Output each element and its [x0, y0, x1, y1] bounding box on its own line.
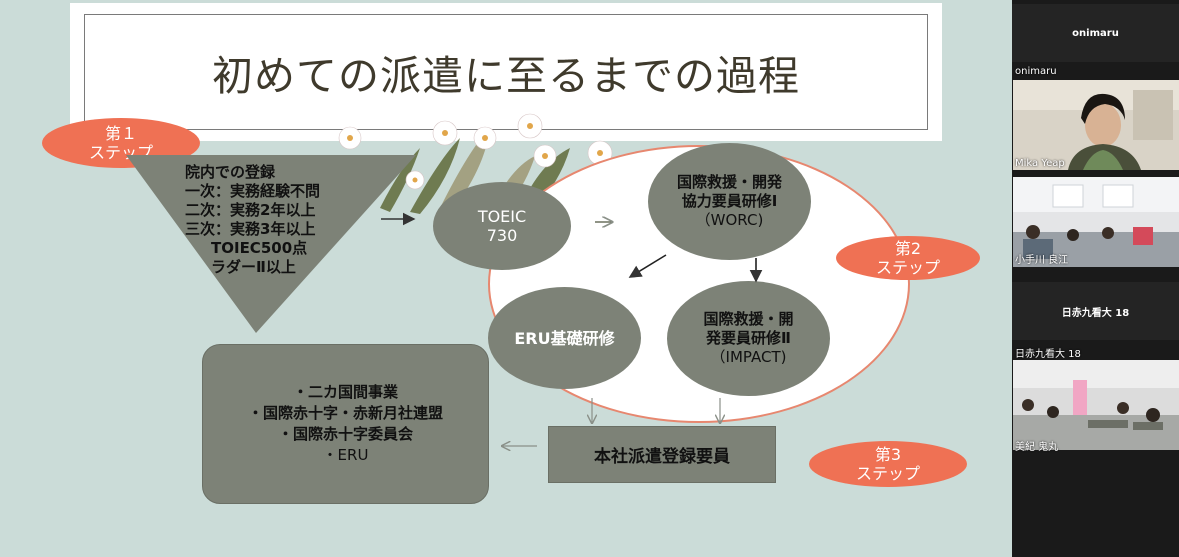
impact-node: 国際救援・開 発要員研修Ⅱ （IMPACT) [667, 281, 830, 396]
participant-video-miki[interactable] [1013, 360, 1179, 450]
registration-line-5: TOIEC500点 [211, 239, 308, 257]
participant-video-mika[interactable] [1013, 80, 1179, 170]
registration-line-4: 三次：実務3年以上 [185, 220, 316, 238]
title-frame: 初めての派遣に至るまでの過程 [84, 14, 928, 130]
step3-number: 第3 [874, 445, 902, 464]
registration-triangle [126, 155, 416, 333]
impact-line-3: （IMPACT) [710, 348, 787, 366]
presentation-slide: 初めての派遣に至るまでの過程 [0, 0, 1012, 557]
participant-name-label: 小手川 良江 [1015, 255, 1069, 266]
worc-line-2: 協力要員研修Ⅰ [681, 192, 778, 210]
step2-badge: 第2 ステップ [836, 236, 980, 280]
toeic-score: 730 [486, 226, 518, 245]
registration-criteria: 院内での登録 一次：実務経験不問 二次：実務2年以上 三次：実務3年以上 TOI… [185, 163, 320, 277]
video-frame-kotegawa [1013, 177, 1179, 267]
eru-training-label: ERU基礎研修 [514, 328, 615, 348]
projects-box: ・二カ国間事業 ・国際赤十字・赤新月社連盟 ・国際赤十字委員会 ・ERU [202, 344, 489, 504]
hq-registration-box: 本社派遣登録要員 [548, 426, 776, 483]
project-item-1: ・二カ国間事業 [292, 383, 398, 401]
slide-title: 初めての派遣に至るまでの過程 [212, 52, 800, 100]
hq-registration-label: 本社派遣登録要員 [594, 447, 730, 467]
toeic-label: TOEIC [477, 207, 527, 226]
video-frame-mika [1013, 80, 1179, 170]
project-item-3: ・国際赤十字委員会 [277, 425, 413, 443]
step2-number: 第2 [894, 239, 922, 258]
eru-training-node: ERU基礎研修 [488, 287, 641, 389]
registration-line-3: 二次：実務2年以上 [185, 201, 316, 219]
participant-tile-header: 日赤九看大 18 [1061, 307, 1130, 319]
step3-label: ステップ [855, 464, 920, 483]
impact-line-1: 国際救援・開 [703, 310, 794, 328]
title-box: 初めての派遣に至るまでの過程 [70, 3, 942, 141]
participant-name-label: 美紀 鬼丸 [1015, 442, 1059, 453]
worc-line-1: 国際救援・開発 [676, 173, 782, 191]
participants-sidebar: onimaru onimaru Mika Yeap [1012, 0, 1179, 557]
registration-line-6: ラダーⅡ以上 [211, 258, 296, 276]
participant-name-label: onimaru [1015, 66, 1057, 77]
project-item-4: ・ERU [322, 446, 369, 464]
registration-line-1: 院内での登録 [185, 163, 276, 181]
step3-badge: 第3 ステップ [809, 441, 967, 487]
step2-label: ステップ [875, 258, 940, 277]
worc-line-3: （WORC) [695, 211, 764, 229]
video-frame-miki [1013, 360, 1179, 450]
toeic-node: TOEIC 730 [433, 182, 571, 270]
participant-name-label: 日赤九看大 18 [1015, 349, 1081, 360]
participant-tile-onimaru[interactable]: onimaru [1012, 4, 1179, 62]
participant-tile-header: onimaru [1072, 27, 1119, 39]
worc-node: 国際救援・開発 協力要員研修Ⅰ （WORC) [648, 143, 811, 260]
impact-line-2: 発要員研修Ⅱ [706, 329, 791, 347]
participant-video-kotegawa[interactable] [1013, 177, 1179, 267]
registration-line-2: 一次：実務経験不問 [185, 182, 321, 200]
step1-number: 第１ [104, 124, 137, 143]
participant-tile-nisseki[interactable]: 日赤九看大 18 [1012, 282, 1179, 340]
participant-name-label: Mika Yeap [1015, 158, 1065, 169]
project-item-2: ・国際赤十字・赤新月社連盟 [247, 404, 443, 422]
